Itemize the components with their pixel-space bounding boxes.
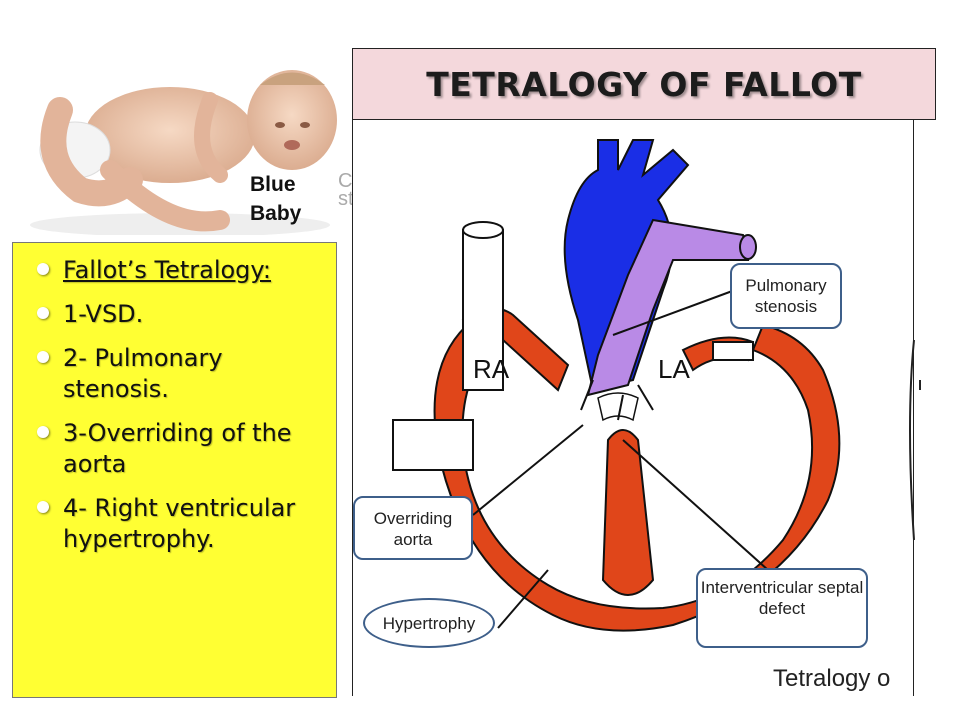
- callout-overriding-aorta: Overriding aorta: [353, 496, 473, 560]
- title-banner: TETRALOGY OF FALLOT: [352, 48, 936, 120]
- figure-caption: Tetralogy o: [773, 665, 891, 692]
- callout-septal-defect: Interventricular septal defect: [696, 568, 868, 648]
- bullet-dot-icon: [37, 351, 49, 363]
- bullet-text: 2- Pulmonary stenosis.: [63, 344, 223, 403]
- bullet-panel: Fallot’s Tetralogy: 1-VSD. 2- Pulmonary …: [12, 242, 337, 698]
- ventricular-septum: [601, 429, 655, 596]
- baby-photo: [20, 40, 340, 235]
- callout-text: Interventricular septal defect: [700, 578, 864, 618]
- callout-text: Hypertrophy: [382, 614, 476, 633]
- leader-lines: [472, 289, 769, 629]
- callout-hypertrophy: Hypertrophy: [363, 598, 495, 648]
- flow-arrows: [580, 379, 654, 421]
- bullet-item: 1-VSD.: [27, 299, 328, 330]
- callout-pulmonary-stenosis: Pulmonary stenosis: [730, 263, 842, 329]
- inferior-vena-cava: [392, 419, 474, 471]
- bullet-dot-icon: [37, 263, 49, 275]
- callout-text: Overriding aorta: [373, 509, 453, 549]
- heart-diagram: RA LA Pulmonary stenosis Overriding aort…: [352, 120, 914, 696]
- bullet-item: Fallot’s Tetralogy:: [27, 255, 328, 286]
- bullet-item: 3-Overriding of the aorta: [27, 418, 328, 480]
- heart-diagram-svg: RA LA: [392, 139, 841, 632]
- bullet-list: Fallot’s Tetralogy: 1-VSD. 2- Pulmonary …: [27, 255, 328, 555]
- bullet-text: 1-VSD.: [63, 300, 144, 328]
- callout-text: Pulmonary stenosis: [745, 276, 827, 316]
- label-right-atrium: RA: [473, 354, 510, 384]
- bullet-item: 2- Pulmonary stenosis.: [27, 343, 328, 405]
- page-title: TETRALOGY OF FALLOT: [426, 64, 862, 104]
- pulmonary-vein: [712, 341, 754, 361]
- bullet-dot-icon: [37, 501, 49, 513]
- aorta: [563, 139, 690, 392]
- bullet-dot-icon: [37, 426, 49, 438]
- bullet-dot-icon: [37, 307, 49, 319]
- bullet-item: 4- Right ventricular hypertrophy.: [27, 493, 328, 555]
- side-fragment-outline: [909, 340, 921, 540]
- label-left-atrium: LA: [658, 354, 690, 384]
- bullet-text: Fallot’s Tetralogy:: [63, 256, 271, 284]
- septal-defect-gap: [597, 392, 639, 422]
- bullet-text: 4- Right ventricular hypertrophy.: [63, 494, 296, 553]
- bullet-text: 3-Overriding of the aorta: [63, 419, 292, 478]
- side-fragment: [914, 160, 960, 225]
- blue-baby-label: Blue Baby: [250, 173, 302, 225]
